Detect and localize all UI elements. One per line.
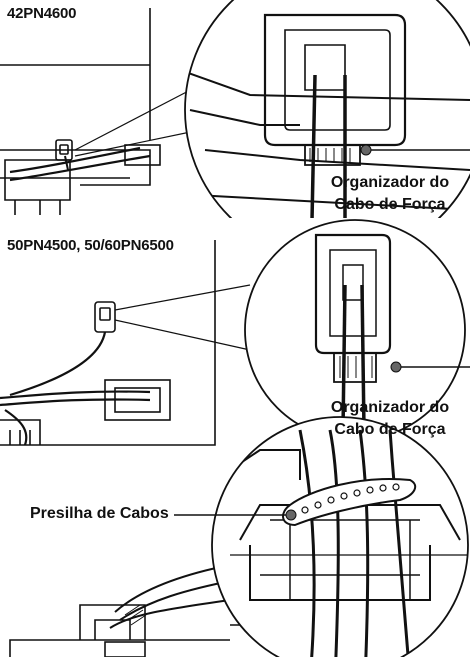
- power-cord-organizer-label-2-line2: Cabo de Força: [334, 421, 446, 438]
- model-label-50pn4500: 50PN4500, 50/60PN6500: [7, 237, 174, 254]
- panel-1-drawing: [0, 8, 201, 215]
- power-cord-organizer-label-1: Organizador do Cabo de Força: [310, 172, 470, 216]
- tv-back-outline-2: [0, 240, 216, 446]
- small-organizer: [55, 139, 73, 161]
- panel-3-magnifier: [174, 416, 469, 657]
- panel-2-drawing: [0, 240, 251, 446]
- panel-1-magnifier: [184, 0, 470, 218]
- panel-2-magnifier: [244, 219, 470, 441]
- small-organizer-2: [94, 301, 116, 333]
- power-cord-organizer-label-1-line1: Organizador do: [330, 174, 450, 191]
- model-label-42pn4600: 42PN4600: [7, 5, 77, 22]
- stand-block: [4, 159, 71, 201]
- power-cord-organizer-label-1-line2: Cabo de Força: [334, 196, 446, 213]
- power-cord-organizer-label-2-line1: Organizador do: [330, 399, 450, 416]
- cable-holder-label: Presilha de Cabos: [30, 505, 169, 522]
- power-cord-organizer-label-2: Organizador do Cabo de Força: [310, 397, 470, 441]
- stand-neck: [79, 604, 146, 640]
